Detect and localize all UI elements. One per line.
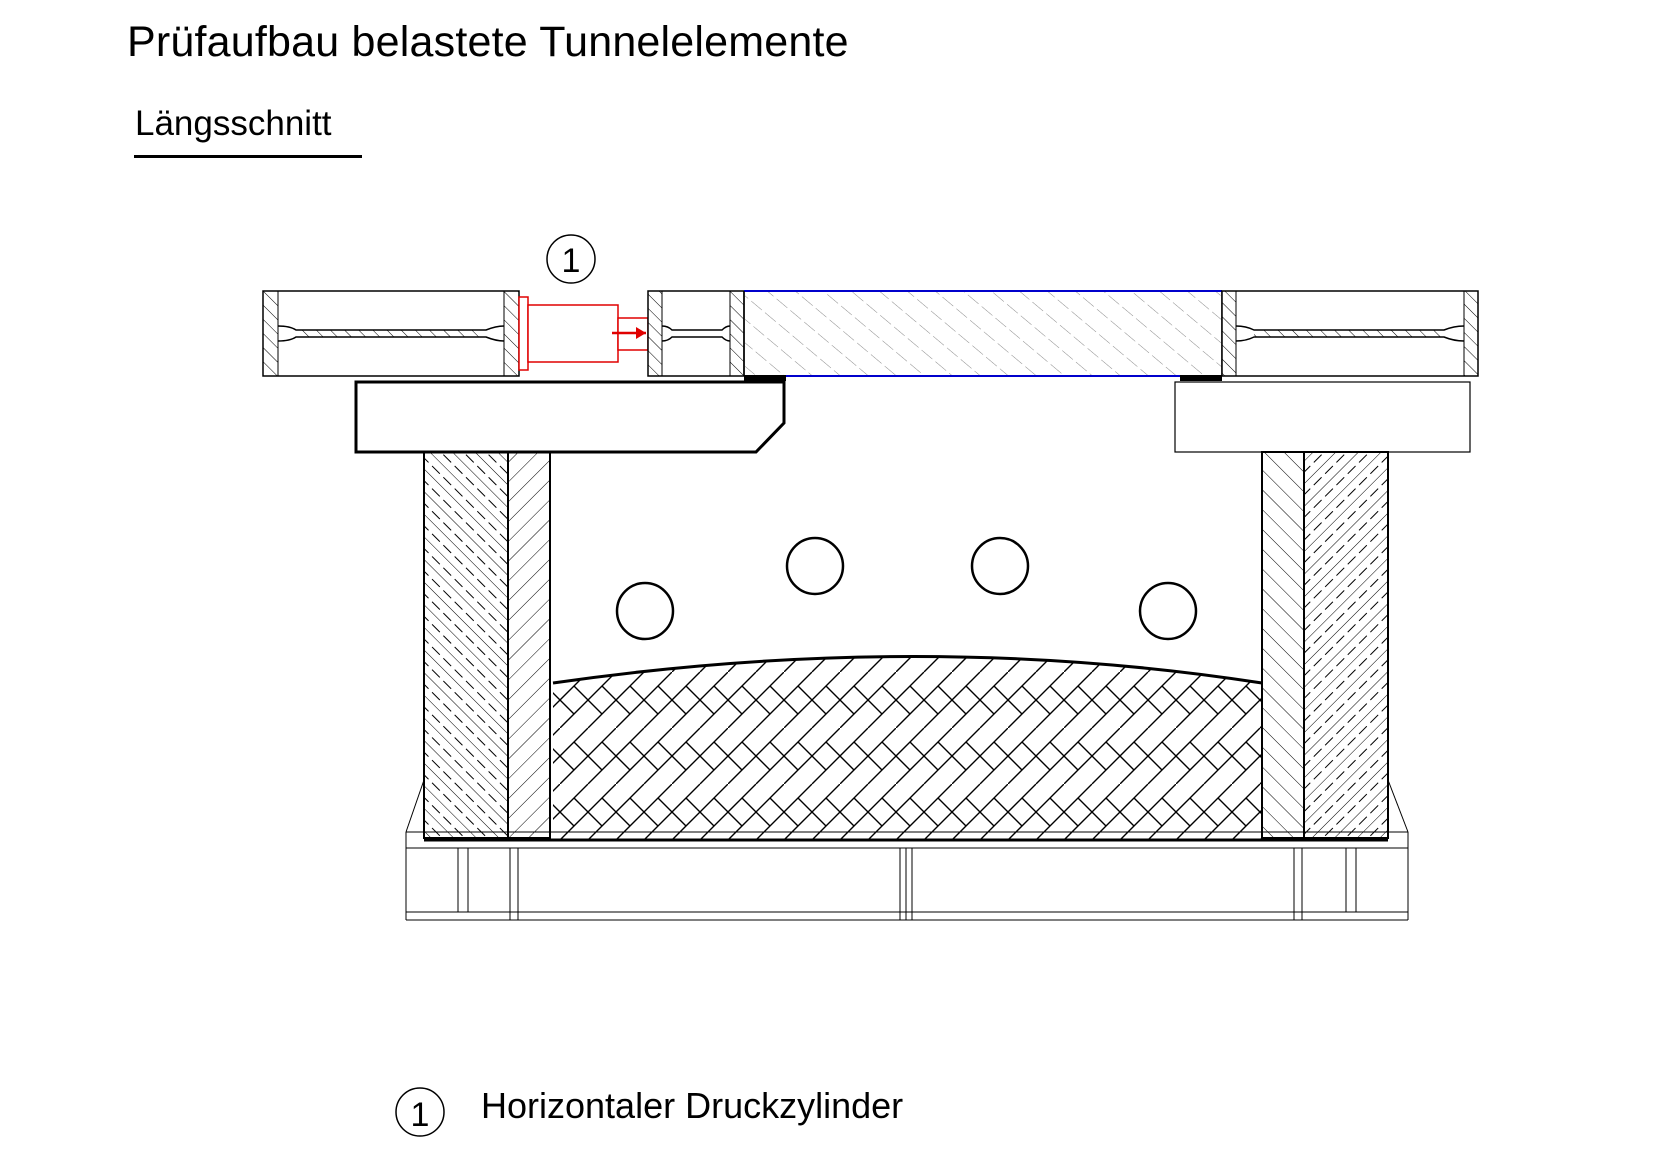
tunnel-element-left xyxy=(262,290,520,377)
section-underline xyxy=(134,155,362,158)
horizontal-pressure-cylinder xyxy=(518,296,649,371)
legend-callout: 1 xyxy=(395,1087,445,1137)
callout-1: 1 xyxy=(546,234,596,284)
support-beam-right xyxy=(1174,381,1471,453)
wall-right-inner xyxy=(1261,451,1305,839)
callout-number: 1 xyxy=(562,242,581,280)
opening-4 xyxy=(1138,581,1198,641)
fill-material xyxy=(552,655,1263,840)
legend-number: 1 xyxy=(411,1096,430,1134)
wall-right-outer xyxy=(1303,451,1389,839)
wall-left-inner xyxy=(507,451,551,839)
opening-1 xyxy=(615,581,675,641)
page-title: Prüfaufbau belastete Tunnelelemente xyxy=(127,18,849,66)
support-beam-left xyxy=(354,380,786,454)
section-label: Längsschnitt xyxy=(135,104,332,143)
opening-2 xyxy=(785,536,845,596)
opening-3 xyxy=(970,536,1030,596)
legend-label: Horizontaler Druckzylinder xyxy=(481,1085,904,1126)
tunnel-element-right xyxy=(1221,290,1479,377)
wall-left-outer xyxy=(423,451,509,839)
tested-tunnel-element xyxy=(743,290,1223,381)
tunnel-element-short xyxy=(647,290,745,377)
base-frame xyxy=(405,779,1409,921)
